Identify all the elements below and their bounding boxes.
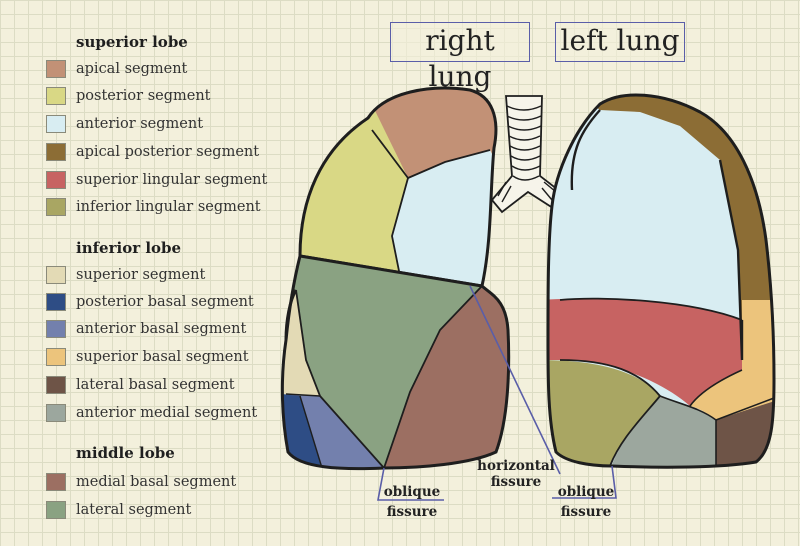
left-apical-posterior-region [560,94,774,468]
legend: superior lobe apical segment posterior s… [0,0,290,546]
legend-swatch [46,404,66,422]
legend-title-middle-lobe: middle lobe [76,444,175,462]
legend-swatch [46,115,66,133]
right-posterior-basal-region [282,394,322,469]
legend-swatch [46,348,66,366]
legend-label: anterior segment [76,116,204,132]
legend-item-superior-basal-segment: superior basal segment [46,346,249,368]
left-inferior-lingular-region [548,360,660,466]
right-apical-segment-region [360,88,496,190]
legend-label: superior segment [76,267,206,283]
label-line-2: fissure [490,474,542,490]
legend-label: anterior medial segment [76,405,258,421]
label-line-2: fissure [560,504,612,520]
right-anterior-segment-region [392,150,496,286]
legend-item-apical-posterior-segment: apical posterior segment [46,141,259,163]
right-lung-title: right lung [390,22,530,93]
legend-label: apical segment [76,61,188,77]
legend-item-anterior-medial-segment: anterior medial segment [46,402,257,424]
legend-swatch [46,293,66,311]
legend-item-inferior-lingular-segment: inferior lingular segment [46,196,261,218]
legend-swatch [46,473,66,491]
left-lung-title: left lung [555,22,685,62]
label-line-1: oblique [557,484,615,500]
right-upper-lobe [300,88,496,286]
legend-label: lateral basal segment [76,377,235,393]
legend-swatch [46,266,66,284]
right-upper-lobe-outline [298,86,498,288]
right-lower-lobes [282,256,509,469]
legend-label: posterior basal segment [76,294,254,310]
horizontal-fissure-pointer [469,285,561,475]
label-line-1: oblique [383,484,441,500]
oblique-left-pointer [377,467,444,501]
horizontal-fissure-label: horizontal fissure [468,458,564,490]
legend-label: anterior basal segment [76,321,247,337]
oblique-right-pointer [552,465,617,499]
legend-item-posterior-segment: posterior segment [46,85,211,107]
legend-swatch [46,143,66,161]
legend-label: inferior lingular segment [76,199,261,215]
legend-item-anterior-segment: anterior segment [46,113,203,135]
legend-label: medial basal segment [76,474,237,490]
legend-swatch [46,501,66,519]
label-line-1: horizontal [477,458,555,474]
legend-swatch [46,60,66,78]
left-superior-lingular-region [548,298,742,406]
legend-title-inferior-lobe: inferior lobe [76,239,182,257]
legend-item-lateral-basal-segment: lateral basal segment [46,374,235,396]
legend-title-superior-lobe: superior lobe [76,33,188,51]
legend-swatch [46,87,66,105]
legend-item-anterior-basal-segment: anterior basal segment [46,318,246,340]
oblique-fissure-label-right: oblique fissure [546,484,626,520]
legend-item-superior-lingular-segment: superior lingular segment [46,169,267,191]
legend-swatch [46,376,66,394]
pointer-lines [377,285,617,501]
legend-item-apical-segment: apical segment [46,58,187,80]
legend-label: apical posterior segment [76,144,260,160]
trachea-rings [497,105,557,203]
left-lung [548,94,774,468]
left-anterior-medial-region [610,396,716,468]
oblique-fissure-label-left: oblique fissure [372,484,452,520]
legend-label: lateral segment [76,502,192,518]
left-lung-outline [546,93,776,469]
legend-label: superior lingular segment [76,172,268,188]
legend-swatch [46,171,66,189]
trachea [490,95,568,214]
legend-item-posterior-basal-segment: posterior basal segment [46,291,254,313]
legend-label: posterior segment [76,88,211,104]
legend-label: superior basal segment [76,349,249,365]
legend-item-superior-segment: superior segment [46,264,205,286]
left-superior-basal-region [690,300,774,420]
legend-swatch [46,198,66,216]
label-line-2: fissure [386,504,438,520]
legend-swatch [46,320,66,338]
legend-item-medial-basal-segment: medial basal segment [46,471,236,493]
legend-item-lateral-segment: lateral segment [46,499,191,521]
